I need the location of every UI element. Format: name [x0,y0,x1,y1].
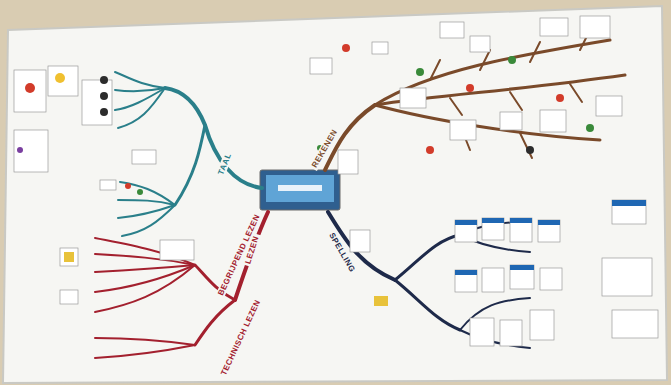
board: TAALREKENENLEZENSPELLINGBEGRIJPEND LEZEN… [0,0,671,385]
mind-map-illustration [0,0,671,385]
